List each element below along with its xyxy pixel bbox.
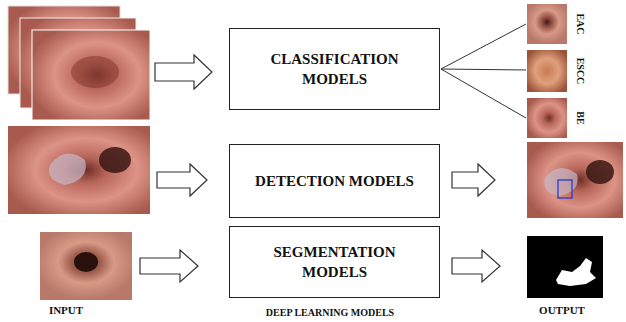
- fan-lines: [441, 24, 526, 118]
- box-label: CLASSIFICATION MODELS: [240, 49, 429, 90]
- model-box: CLASSIFICATION MODELS: [229, 28, 440, 110]
- model-box: DETECTION MODELS: [229, 144, 440, 218]
- box-label: DETECTION MODELS: [255, 171, 414, 191]
- segmentation-mask: [527, 236, 603, 298]
- caption-label: DEEP LEARNING MODELS: [266, 307, 394, 318]
- class-label: EAC: [575, 13, 586, 34]
- caption-label: OUTPUT: [539, 304, 585, 316]
- input-images: [8, 6, 150, 300]
- box-label: SEGMENTATION MODELS: [240, 242, 429, 283]
- caption-label: INPUT: [49, 304, 83, 316]
- model-box: SEGMENTATION MODELS: [229, 226, 440, 298]
- class-label: BE: [575, 111, 586, 124]
- class-label: ESCC: [575, 58, 586, 85]
- class-outputs: [527, 4, 567, 138]
- detection-output: [527, 142, 623, 218]
